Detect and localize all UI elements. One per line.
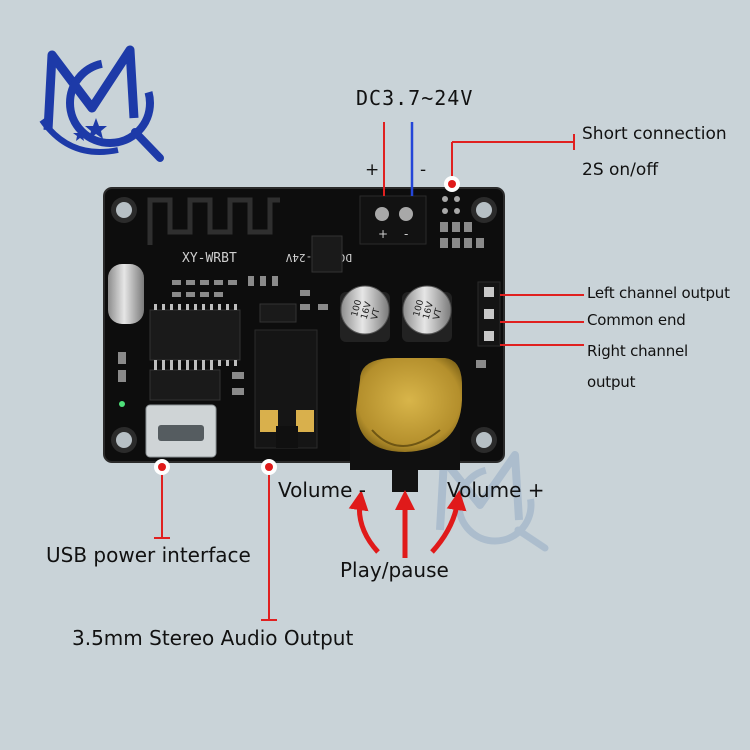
volume-encoder-knob [350,358,462,492]
play-pause-label: Play/pause [340,558,449,582]
minus-label: - [420,160,427,180]
pcb-antenna [147,197,280,245]
smd-components [118,222,486,395]
svg-text:100: 100 [350,298,364,317]
mounting-hole [471,427,497,453]
common-end-label: Common end [587,311,686,329]
marker-dot [154,459,170,475]
right-channel-output-label: output [587,373,636,391]
svg-text:16V: 16V [422,300,436,320]
power-toggle-label: 2S on/off [582,160,659,180]
volume-minus-label: Volume - [278,478,366,502]
power-input-label: DC3.7~24V [356,86,474,110]
logo-star-icon [85,118,107,139]
terminal-minus-silk: - [404,227,408,241]
left-channel-label: Left channel output [587,284,730,302]
callout-lines [154,122,584,621]
electrolytic-capacitor: 100 16V VT [340,285,390,342]
bluetooth-chip [149,304,241,366]
right-channel-label: Right channel [587,342,689,360]
marker-dot [261,459,277,475]
mounting-hole [111,197,137,223]
svg-text:VT: VT [370,307,383,321]
small-chip [311,235,343,273]
logo-star-icon [73,128,87,141]
model-silk-label: XY-WRBT [182,251,237,266]
usb-power-label: USB power interface [46,543,251,567]
crystal-oscillator [108,264,144,324]
bluetooth-board: XY-WRBT DC:3.7-24V [103,187,505,492]
volume-plus-label: Volume + [447,478,545,502]
svg-text:VT: VT [432,307,445,321]
brand-logo [39,45,164,162]
svg-text:100: 100 [412,298,426,317]
plus-label: + [365,160,380,180]
power-switch-pads [442,196,460,214]
svg-text:16V: 16V [360,300,374,320]
knob-arrows [348,490,467,558]
micro-usb-port [145,404,217,458]
electrolytic-capacitor: 100 16V VT [402,285,452,342]
mounting-hole [471,197,497,223]
output-header-pins [477,281,501,347]
mounting-hole [111,427,137,453]
power-terminal-block: + - [359,195,427,245]
marker-dot [444,176,460,192]
short-connection-label: Short connection [582,124,727,144]
audio-jack-3-5mm [254,329,318,449]
status-led [119,401,125,407]
small-chip [259,303,297,323]
terminal-plus-silk: + [378,227,388,241]
audio-output-label: 3.5mm Stereo Audio Output [72,626,354,650]
amplifier-chip [149,366,221,401]
